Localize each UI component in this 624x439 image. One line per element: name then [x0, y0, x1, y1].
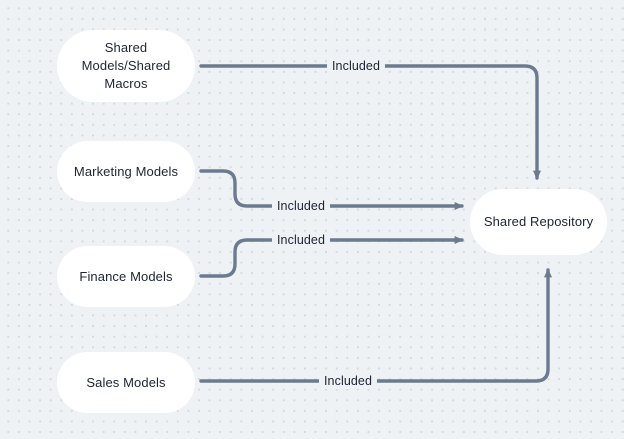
node-shared-models-label: Shared Models/Shared Macros [81, 40, 171, 91]
node-marketing-models[interactable]: Marketing Models [57, 141, 195, 202]
edge-path-shared-models-to-repository [199, 64, 541, 180]
node-sales-models-label: Sales Models [86, 374, 166, 390]
edge-label-finance-models-to-repository: Included [271, 232, 331, 248]
node-finance-models-label: Finance Models [79, 268, 173, 284]
edge-path-marketing-models-to-repository [199, 169, 464, 210]
edge-path-finance-models-to-repository [199, 236, 464, 278]
edge-label-sales-models-to-repository: Included [318, 373, 378, 389]
node-finance-models[interactable]: Finance Models [57, 246, 195, 307]
edge-path-sales-models-to-repository [199, 268, 552, 383]
edge-label-marketing-models-to-repository: Included [271, 198, 331, 214]
edge-label-shared-models-to-repository: Included [326, 58, 386, 74]
node-shared-models[interactable]: Shared Models/Shared Macros [57, 30, 195, 102]
node-shared-repository[interactable]: Shared Repository [470, 189, 607, 255]
node-marketing-models-label: Marketing Models [73, 163, 179, 179]
node-sales-models[interactable]: Sales Models [57, 352, 195, 413]
node-shared-repository-label: Shared Repository [483, 214, 594, 229]
